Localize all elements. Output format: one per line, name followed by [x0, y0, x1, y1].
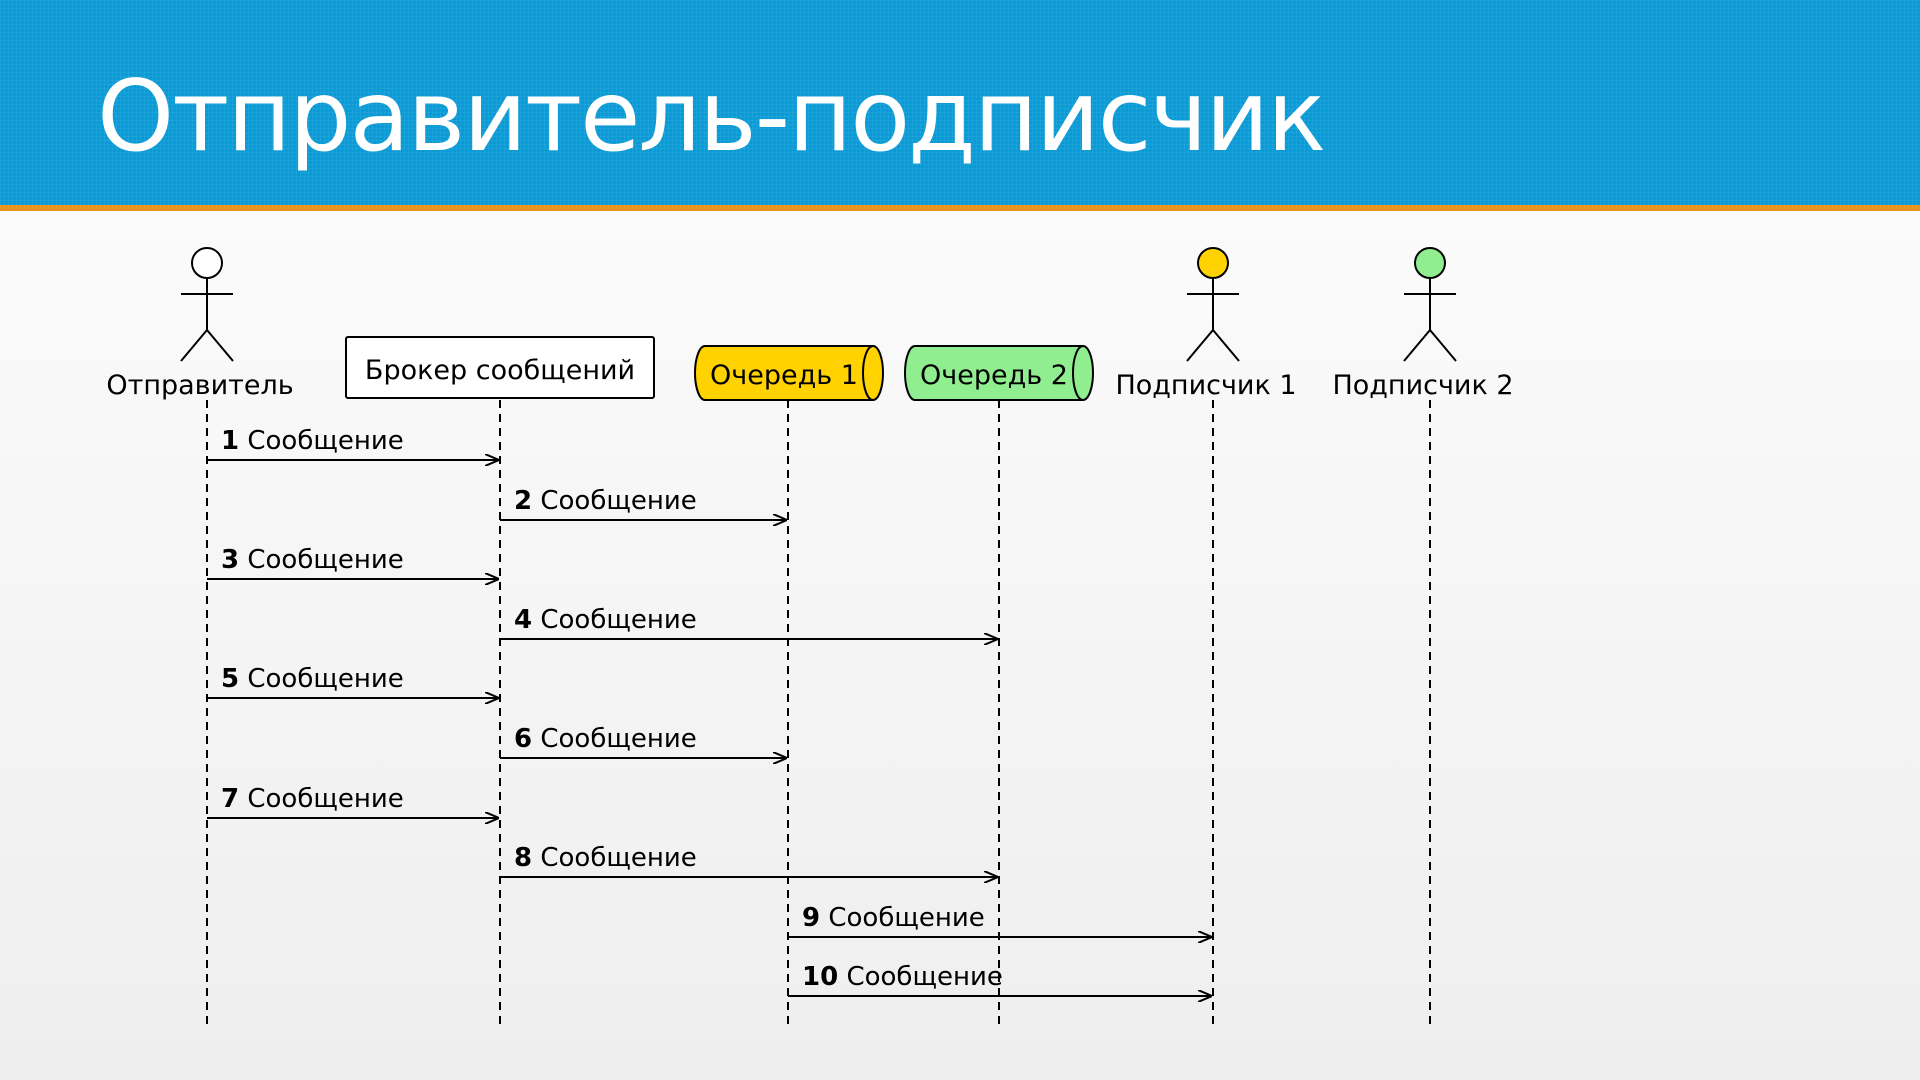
- message-10: 10 Сообщение: [788, 962, 1211, 996]
- message-text: Сообщение: [540, 843, 696, 873]
- message-label: 3 Сообщение: [221, 545, 404, 575]
- actor-icon: [1403, 247, 1457, 362]
- message-number: 9: [802, 903, 820, 933]
- actor-icon: [1186, 247, 1240, 362]
- message-label: 7 Сообщение: [221, 784, 404, 814]
- message-number: 3: [221, 545, 239, 575]
- queue-cylinder-icon: [904, 345, 1094, 401]
- message-number: 4: [514, 605, 532, 635]
- message-text: Сообщение: [540, 724, 696, 754]
- message-number: 8: [514, 843, 532, 873]
- participant-sub1: Подписчик 1: [1115, 247, 1297, 401]
- participant-queue2: Очередь 2: [904, 345, 1094, 401]
- message-6: 6 Сообщение: [500, 724, 786, 758]
- message-5: 5 Сообщение: [207, 664, 498, 698]
- message-number: 5: [221, 664, 239, 694]
- message-1: 1 Сообщение: [207, 426, 498, 460]
- message-label: 5 Сообщение: [221, 664, 404, 694]
- slide-header: Отправитель-подписчик: [0, 0, 1920, 205]
- participant-label: Брокер сообщений: [365, 355, 635, 386]
- message-label: 2 Сообщение: [514, 486, 697, 516]
- message-text: Сообщение: [247, 784, 403, 814]
- participant-sender: Отправитель: [106, 247, 294, 401]
- message-8: 8 Сообщение: [500, 843, 997, 877]
- message-2: 2 Сообщение: [500, 486, 786, 520]
- message-text: Сообщение: [540, 605, 696, 635]
- message-9: 9 Сообщение: [788, 903, 1211, 937]
- participant-sub2: Подписчик 2: [1332, 247, 1514, 401]
- message-text: Сообщение: [247, 426, 403, 456]
- message-text: Сообщение: [846, 962, 1002, 992]
- participant-broker: Брокер сообщений: [345, 336, 655, 399]
- participant-queue1: Очередь 1: [694, 345, 884, 401]
- message-label: 10 Сообщение: [802, 962, 1003, 992]
- message-number: 10: [802, 962, 838, 992]
- message-number: 6: [514, 724, 532, 754]
- participant-label: Подписчик 2: [1332, 370, 1513, 401]
- message-7: 7 Сообщение: [207, 784, 498, 818]
- message-number: 2: [514, 486, 532, 516]
- message-text: Сообщение: [540, 486, 696, 516]
- header-accent-rule: [0, 205, 1920, 211]
- message-text: Сообщение: [247, 664, 403, 694]
- actor-icon: [180, 247, 234, 362]
- message-label: 6 Сообщение: [514, 724, 697, 754]
- slide-title: Отправитель-подписчик: [97, 60, 1326, 174]
- message-number: 7: [221, 784, 239, 814]
- message-text: Сообщение: [247, 545, 403, 575]
- message-label: 4 Сообщение: [514, 605, 697, 635]
- participant-label: Отправитель: [106, 370, 293, 401]
- message-number: 1: [221, 426, 239, 456]
- message-4: 4 Сообщение: [500, 605, 997, 639]
- message-label: 1 Сообщение: [221, 426, 404, 456]
- message-label: 9 Сообщение: [802, 903, 985, 933]
- participant-label: Очередь 1: [710, 360, 858, 391]
- participant-label: Очередь 2: [920, 360, 1068, 391]
- participant-label: Подписчик 1: [1115, 370, 1296, 401]
- queue-cylinder-icon: [694, 345, 884, 401]
- message-text: Сообщение: [828, 903, 984, 933]
- message-3: 3 Сообщение: [207, 545, 498, 579]
- message-label: 8 Сообщение: [514, 843, 697, 873]
